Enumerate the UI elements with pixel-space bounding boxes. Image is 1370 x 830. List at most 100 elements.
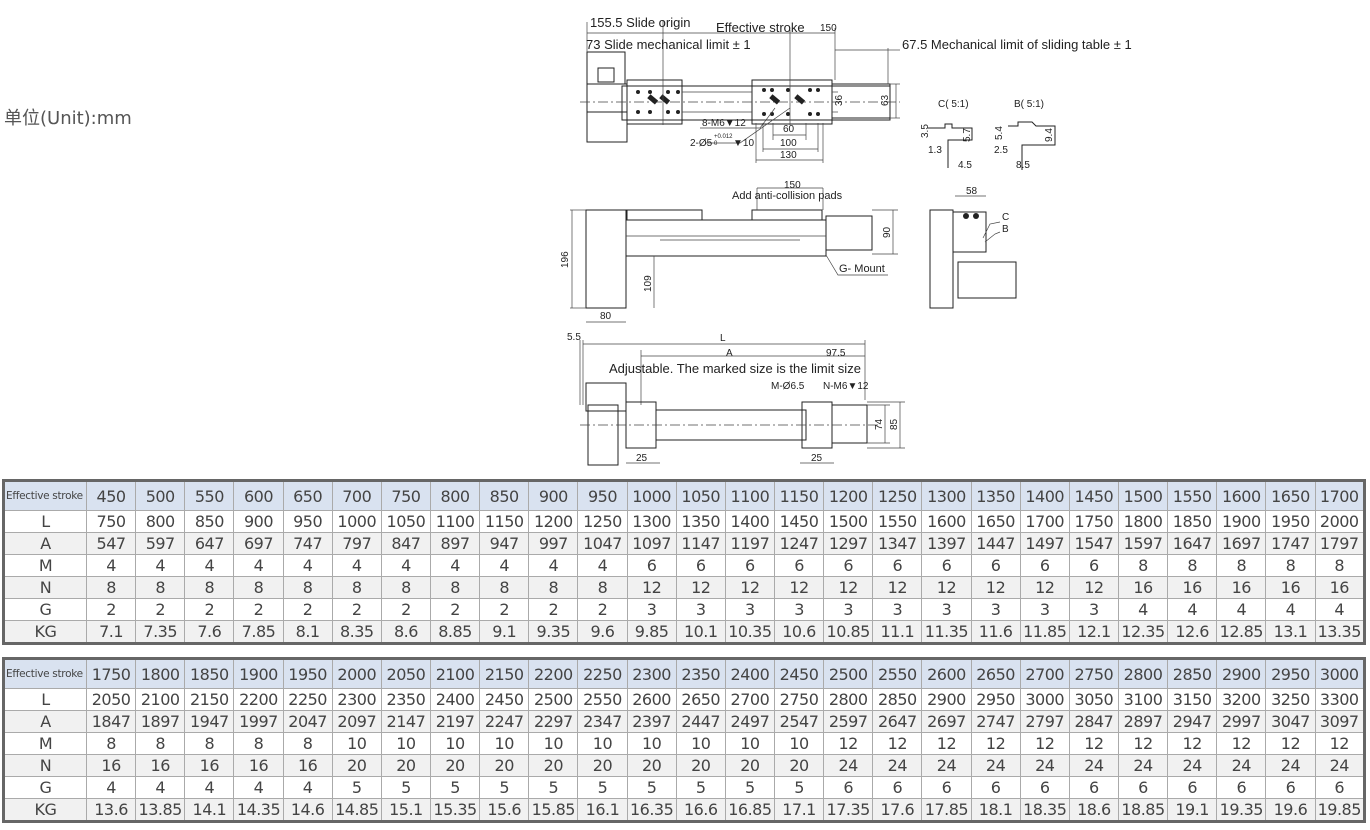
table-cell: 5 [429,776,481,799]
table-cell: 2397 [626,710,677,733]
dim-85: 85 [889,418,900,430]
table-cell: 6 [970,554,1021,577]
table-cell: 8 [577,576,628,599]
table-cell: 950 [282,510,333,533]
table-cell: 8 [233,576,284,599]
table-cell: 10.85 [823,620,874,644]
table-cell: 1297 [823,532,874,555]
table-cell: 4 [1216,598,1267,621]
table-cell: 19.35 [1216,798,1267,822]
table-cell: 2947 [1167,710,1218,733]
table-cell: 6 [823,554,874,577]
row-label: L [3,688,87,711]
table-cell: 2150 [184,688,235,711]
table-cell: 2100 [135,688,186,711]
table-cell: 3000 [1019,688,1070,711]
table-cell: 20 [675,754,726,777]
table-cell: 8 [331,576,382,599]
table-cell: 2050 [85,688,137,711]
effective-stroke-label: Effective stroke [716,20,805,35]
table-cell: 7.6 [184,620,235,644]
table-cell: 650 [282,480,333,511]
table-cell: 1500 [823,510,874,533]
table-cell: 2797 [1019,710,1070,733]
table-cell: 8 [1314,554,1366,577]
table-cell: 1400 [1019,480,1070,511]
table-cell: 2650 [675,688,726,711]
table-cell: 2 [528,598,579,621]
table-cell: 2850 [1167,658,1218,689]
table-cell: 20 [577,754,628,777]
table-cell: 12 [1216,732,1267,755]
slide-origin-label: 155.5 Slide origin [590,15,690,30]
table-cell: 17.1 [773,798,825,822]
table-cell: 2097 [331,710,382,733]
table-cell: 4 [331,554,382,577]
table-cell: 20 [331,754,382,777]
table-cell: 18.35 [1019,798,1070,822]
table-cell: 5 [773,776,825,799]
detail-c-d4: 4.5 [958,160,972,171]
row-label: N [3,754,87,777]
table-cell: 8 [1167,554,1218,577]
table-cell: 16 [184,754,235,777]
table-cell: 6 [970,776,1021,799]
table-cell: 2150 [479,658,530,689]
table-cell: 2147 [380,710,431,733]
table-cell: 20 [528,754,579,777]
table-cell: 2 [184,598,235,621]
table-cell: 1200 [823,480,874,511]
dim-150-top: 150 [820,23,837,34]
table-cell: 18.85 [1117,798,1169,822]
table-cell: 747 [282,532,333,555]
table-cell: 1747 [1265,532,1316,555]
dim-109: 109 [643,275,654,292]
table-cell: 1847 [85,710,137,733]
pin-holes-label: 2-Ø5 [690,138,713,149]
table-cell: 8 [184,576,235,599]
table-cell: 13.6 [85,798,137,822]
table-cell: 12 [921,732,972,755]
table-cell: 1797 [1314,532,1366,555]
table-cell: 6 [626,554,677,577]
table-cell: 10 [331,732,382,755]
table-cell: 19.1 [1167,798,1218,822]
table-cell: 10 [577,732,628,755]
table-cell: 5 [675,776,726,799]
table-cell: 8.1 [282,620,333,644]
table-cell: 9.35 [528,620,579,644]
holes-m6-label: 8-M6▼12 [702,118,746,129]
table-cell: 850 [184,510,235,533]
table-cell: 800 [135,510,186,533]
table-cell: 2600 [921,658,972,689]
table-cell: 12 [970,576,1021,599]
table-cell: 2500 [823,658,874,689]
table-cell: 6 [1216,776,1267,799]
n-holes-label: N-M6▼12 [823,381,869,392]
table-cell: 10 [675,732,726,755]
table-cell: 550 [184,480,235,511]
table-cell: 1550 [1167,480,1218,511]
table-cell: 2750 [1068,658,1119,689]
table-cell: 4 [135,776,186,799]
table-cell: 1800 [1117,510,1169,533]
table-cell: 4 [1167,598,1218,621]
table-cell: 12 [1019,732,1070,755]
table-cell: 750 [85,510,137,533]
table-cell: 10 [528,732,579,755]
table-cell: 16 [1117,576,1169,599]
mount-label: G- Mount [839,263,885,275]
table-cell: 1347 [872,532,923,555]
row-label: M [3,732,87,755]
table-cell: 697 [233,532,284,555]
table-cell: 3 [1019,598,1070,621]
table-cell: 3097 [1314,710,1366,733]
table-cell: 13.1 [1265,620,1316,644]
table-cell: 16 [1167,576,1218,599]
table-cell: 750 [380,480,431,511]
table-cell: 12.85 [1216,620,1267,644]
table-cell: 8 [528,576,579,599]
table-mech-limit-label: 67.5 Mechanical limit of sliding table ±… [902,37,1132,52]
